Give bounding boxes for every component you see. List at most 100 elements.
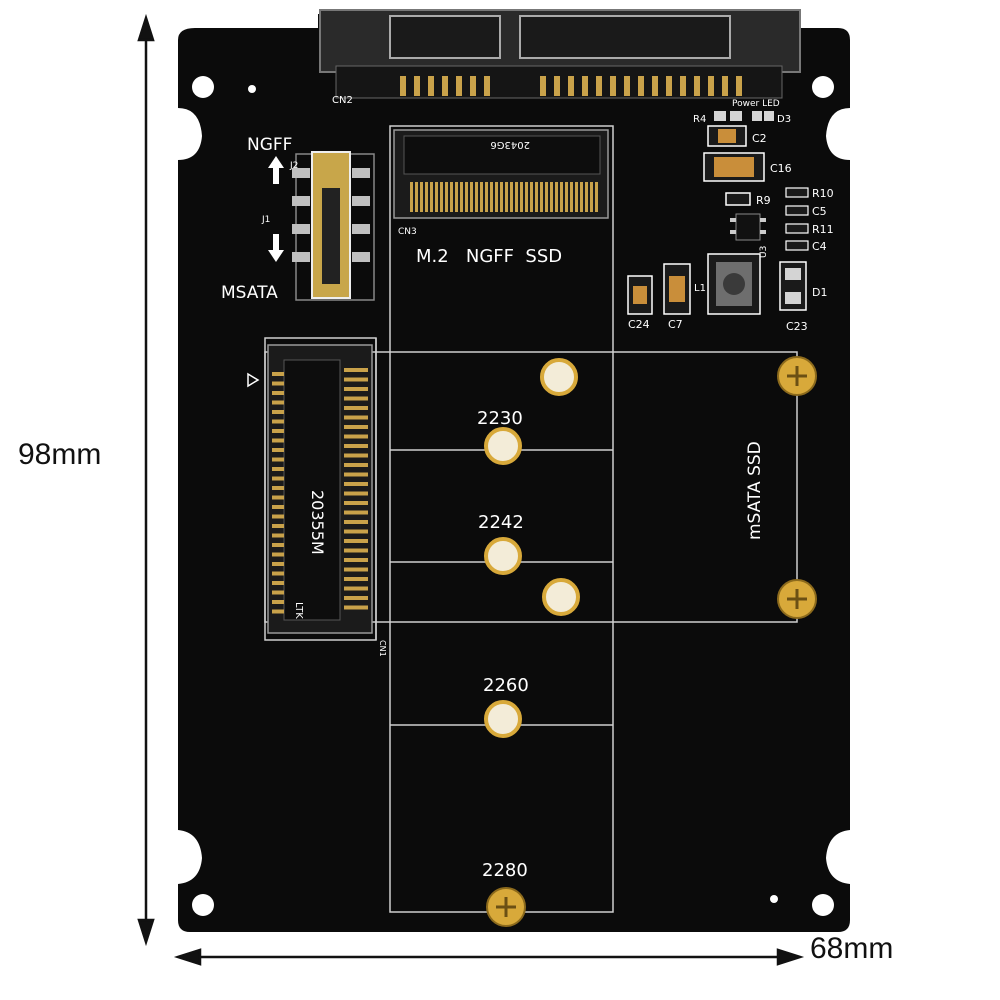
connector-pin bbox=[272, 448, 284, 452]
screw-icon bbox=[777, 579, 817, 619]
mpcie-connector-brand: LTK bbox=[293, 602, 304, 619]
d1-label: D1 bbox=[812, 286, 827, 299]
connector-pin bbox=[344, 387, 368, 391]
connector-pin bbox=[400, 76, 406, 96]
c7-label: C7 bbox=[668, 318, 683, 331]
connector-pin bbox=[505, 182, 508, 212]
arrow-down-icon bbox=[268, 234, 284, 262]
connector-pin bbox=[575, 182, 578, 212]
connector-pin bbox=[450, 182, 453, 212]
connector-pin bbox=[555, 182, 558, 212]
connector-pin bbox=[344, 529, 368, 534]
connector-pin bbox=[582, 76, 588, 96]
l1-label: L1 bbox=[694, 283, 706, 294]
connector-pin bbox=[440, 182, 443, 212]
connector-pin bbox=[272, 590, 284, 595]
connector-pin bbox=[540, 182, 543, 212]
msata-mode-label: MSATA bbox=[221, 283, 278, 303]
connector-pin bbox=[456, 76, 462, 96]
connector-pin bbox=[480, 182, 483, 212]
connector-pin bbox=[272, 400, 284, 405]
connector-pin bbox=[344, 463, 368, 467]
arrow-up-icon bbox=[268, 156, 284, 184]
connector-pin bbox=[344, 377, 368, 382]
connector-pin bbox=[638, 76, 644, 96]
connector-pin bbox=[272, 391, 284, 395]
connector-pin bbox=[344, 586, 368, 591]
connector-pin bbox=[666, 76, 672, 96]
c4-label: C4 bbox=[812, 240, 827, 253]
mpcie-connector bbox=[267, 344, 373, 634]
connector-pin bbox=[525, 182, 528, 212]
resistor-r9 bbox=[725, 192, 751, 206]
connector-pin bbox=[415, 182, 418, 212]
r11-label: R11 bbox=[812, 223, 834, 236]
connector-pin bbox=[722, 76, 728, 96]
connector-pin bbox=[442, 76, 448, 96]
connector-pin bbox=[455, 182, 458, 212]
capacitor-c2 bbox=[707, 125, 747, 147]
c16-label: C16 bbox=[770, 162, 792, 175]
connector-pin bbox=[272, 514, 284, 519]
capacitor-c16 bbox=[703, 152, 765, 182]
connector-pin bbox=[596, 76, 602, 96]
connector-pin bbox=[272, 410, 284, 414]
connector-pin bbox=[550, 182, 553, 212]
c23-label: C23 bbox=[786, 320, 808, 333]
connector-pin bbox=[272, 552, 284, 557]
connector-pin bbox=[495, 182, 498, 212]
connector-pin bbox=[520, 182, 523, 212]
connector-pin bbox=[610, 76, 616, 96]
j2-label: J2 bbox=[289, 161, 298, 171]
connector-pin bbox=[445, 182, 448, 212]
m2-pins bbox=[410, 182, 598, 212]
connector-pin bbox=[590, 182, 593, 212]
led-resistor-pads bbox=[714, 111, 774, 121]
connector-pin bbox=[272, 429, 284, 433]
connector-pin bbox=[420, 182, 423, 212]
connector-pin bbox=[344, 596, 368, 600]
connector-pin bbox=[430, 182, 433, 212]
ngff-slot-title: M.2 NGFF SSD bbox=[416, 246, 562, 267]
connector-pin bbox=[344, 539, 368, 543]
smd-passives bbox=[785, 187, 809, 251]
msata-slot-title: mSATA SSD bbox=[745, 441, 765, 540]
connector-pin bbox=[425, 182, 428, 212]
connector-pin bbox=[344, 415, 368, 420]
connector-pin bbox=[694, 76, 700, 96]
connector-pin bbox=[708, 76, 714, 96]
connector-pin bbox=[272, 438, 284, 443]
connector-pin bbox=[272, 543, 284, 547]
capacitor-c24 bbox=[627, 275, 653, 315]
connector-pin bbox=[344, 444, 368, 448]
connector-pin bbox=[344, 577, 368, 581]
connector-pin bbox=[272, 524, 284, 528]
connector-pin bbox=[545, 182, 548, 212]
connector-pin bbox=[344, 472, 368, 477]
width-dimension-arrow bbox=[173, 948, 805, 966]
connector-pin bbox=[272, 372, 284, 376]
connector-pin bbox=[344, 434, 368, 439]
connector-pin bbox=[500, 182, 503, 212]
connector-pin bbox=[465, 182, 468, 212]
sata-pins bbox=[400, 76, 742, 96]
connector-pin bbox=[344, 567, 368, 572]
connector-pin bbox=[475, 182, 478, 212]
height-dimension-label: 98mm bbox=[18, 438, 102, 471]
connector-pin bbox=[344, 406, 368, 410]
connector-pin bbox=[580, 182, 583, 212]
mpcie-pins bbox=[272, 368, 368, 614]
connector-pin bbox=[272, 476, 284, 481]
connector-pin bbox=[344, 558, 368, 562]
cn1-label: CN1 bbox=[378, 640, 387, 657]
connector-pin bbox=[272, 467, 284, 471]
connector-pin bbox=[344, 368, 368, 372]
power-led-label: Power LED bbox=[732, 99, 780, 109]
connector-pin bbox=[595, 182, 598, 212]
screw-icon bbox=[777, 356, 817, 396]
connector-pin bbox=[560, 182, 563, 212]
regulator-chip bbox=[730, 213, 766, 241]
length-label-2260: 2260 bbox=[483, 675, 529, 696]
c5-label: C5 bbox=[812, 205, 827, 218]
